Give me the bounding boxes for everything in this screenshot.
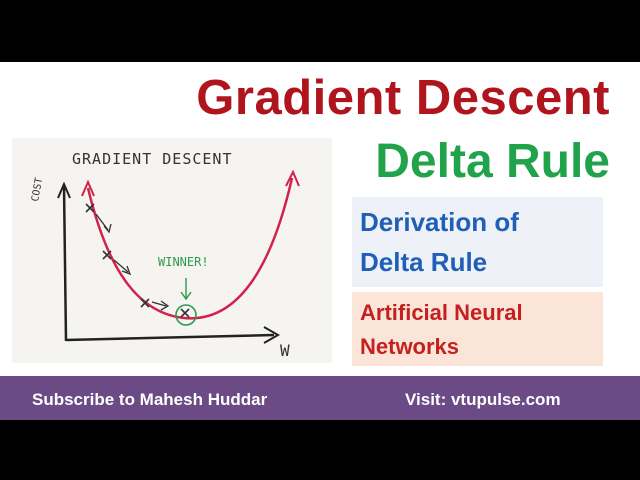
y-axis-label: COST (30, 177, 45, 203)
subject-card: Artificial Neural Networks (352, 292, 603, 366)
winner-annotation: WINNER! (158, 255, 209, 269)
topic-line-1: Derivation of (360, 207, 519, 237)
descent-arrows (95, 213, 170, 311)
x-axis-line (65, 333, 275, 342)
cost-curve (86, 177, 294, 320)
sketch-drawing: GRADIENT DESCENT COST W WINNER! (30, 150, 300, 360)
curve-right-arrow (285, 169, 300, 187)
topic-line-2: Delta Rule (360, 247, 488, 277)
footer-bar: Subscribe to Mahesh Huddar Visit: vtupul… (0, 376, 640, 420)
subject-line-2: Networks (360, 334, 460, 359)
step-markers (85, 203, 190, 318)
topic-card: Derivation of Delta Rule (352, 197, 603, 287)
x-axis-arrow (263, 326, 281, 344)
subscribe-text: Subscribe to Mahesh Huddar (32, 390, 268, 409)
winner-arrow (180, 278, 192, 301)
subject-line-1: Artificial Neural (360, 300, 523, 325)
winner-circle (175, 304, 197, 326)
website-text: Visit: vtupulse.com (405, 390, 561, 409)
y-axis-arrow (57, 181, 71, 199)
x-axis-label: W (280, 341, 290, 360)
curve-left-arrow (81, 179, 95, 197)
main-title: Gradient Descent (196, 71, 610, 125)
y-axis-line (62, 185, 68, 342)
sub-title: Delta Rule (375, 135, 610, 188)
gradient-descent-sketch: GRADIENT DESCENT COST W WINNER! (12, 138, 332, 363)
sketch-heading: GRADIENT DESCENT (72, 150, 233, 168)
